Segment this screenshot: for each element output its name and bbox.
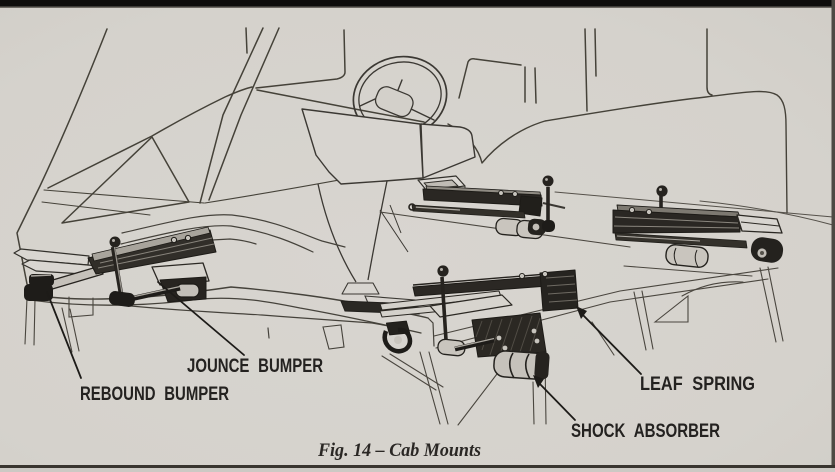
svg-text:JOUNCE BUMPER: JOUNCE BUMPER: [187, 355, 323, 377]
svg-text:LEAF SPRING: LEAF SPRING: [640, 373, 755, 395]
svg-text:Fig. 14 – Cab Mounts: Fig. 14 – Cab Mounts: [317, 440, 481, 461]
svg-text:SHOCK ABSORBER: SHOCK ABSORBER: [571, 420, 720, 442]
svg-text:REBOUND BUMPER: REBOUND BUMPER: [80, 383, 229, 405]
